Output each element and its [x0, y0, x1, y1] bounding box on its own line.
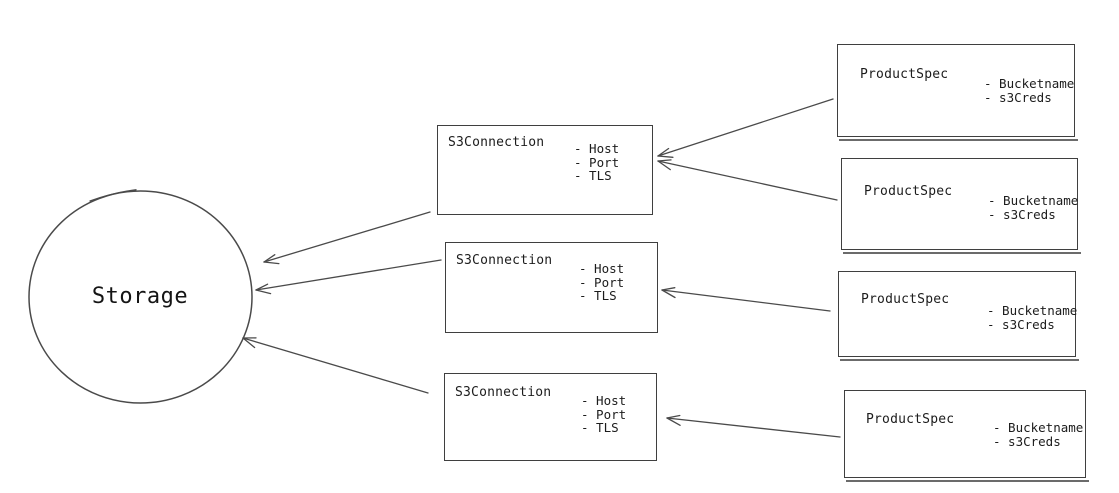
node-attribute: - Host — [581, 393, 627, 408]
node-title: S3Connection — [456, 253, 553, 268]
connection-arrow — [657, 98, 834, 158]
connection-arrow — [263, 211, 431, 265]
node-attribute: - Host — [574, 141, 620, 156]
node-title: S3Connection — [455, 385, 552, 400]
connection-arrow — [661, 287, 831, 312]
connection-arrow — [666, 414, 841, 438]
node-attribute: - Port — [581, 406, 627, 422]
node-attribute: - s3Creds — [984, 89, 1052, 105]
node-title: ProductSpec — [866, 412, 955, 427]
node-attribute: - Bucketname — [988, 193, 1079, 208]
node-attribute: - Bucketname — [984, 76, 1075, 91]
node-attribute: - Port — [579, 274, 625, 290]
node-attribute: - Bucketname — [987, 303, 1078, 318]
productspec-box-3: ProductSpec - Bucketname - s3Creds — [838, 271, 1079, 361]
node-attribute: - Port — [574, 154, 620, 170]
node-attribute: - s3Creds — [988, 206, 1056, 222]
node-attribute: - TLS — [581, 420, 619, 435]
node-title: ProductSpec — [861, 292, 950, 307]
node-attribute: - TLS — [579, 288, 617, 303]
node-attribute: - Host — [579, 261, 625, 276]
productspec-box-4: ProductSpec - Bucketname - s3Creds — [844, 390, 1089, 482]
storage-circle — [28, 190, 253, 404]
connection-arrow — [255, 259, 442, 295]
s3connection-box-3: S3Connection - Host - Port - TLS — [444, 373, 657, 461]
node-title: ProductSpec — [860, 67, 949, 82]
node-attribute: - s3Creds — [987, 316, 1055, 332]
productspec-box-1: ProductSpec - Bucketname - s3Creds — [837, 44, 1078, 141]
connection-arrow — [657, 159, 838, 201]
node-attribute: - s3Creds — [993, 433, 1061, 449]
s3connection-box-1: S3Connection - Host - Port - TLS — [437, 125, 653, 215]
connection-arrow — [242, 337, 429, 394]
storage-circle-sketch-overlap — [89, 189, 137, 202]
storage-node-label: Storage — [91, 284, 189, 309]
node-title: ProductSpec — [864, 184, 953, 199]
node-attribute: - Bucketname — [993, 420, 1084, 435]
node-attribute: - TLS — [574, 168, 612, 183]
s3connection-box-2: S3Connection - Host - Port - TLS — [445, 242, 658, 333]
productspec-box-2: ProductSpec - Bucketname - s3Creds — [841, 158, 1081, 254]
node-title: S3Connection — [448, 135, 545, 150]
